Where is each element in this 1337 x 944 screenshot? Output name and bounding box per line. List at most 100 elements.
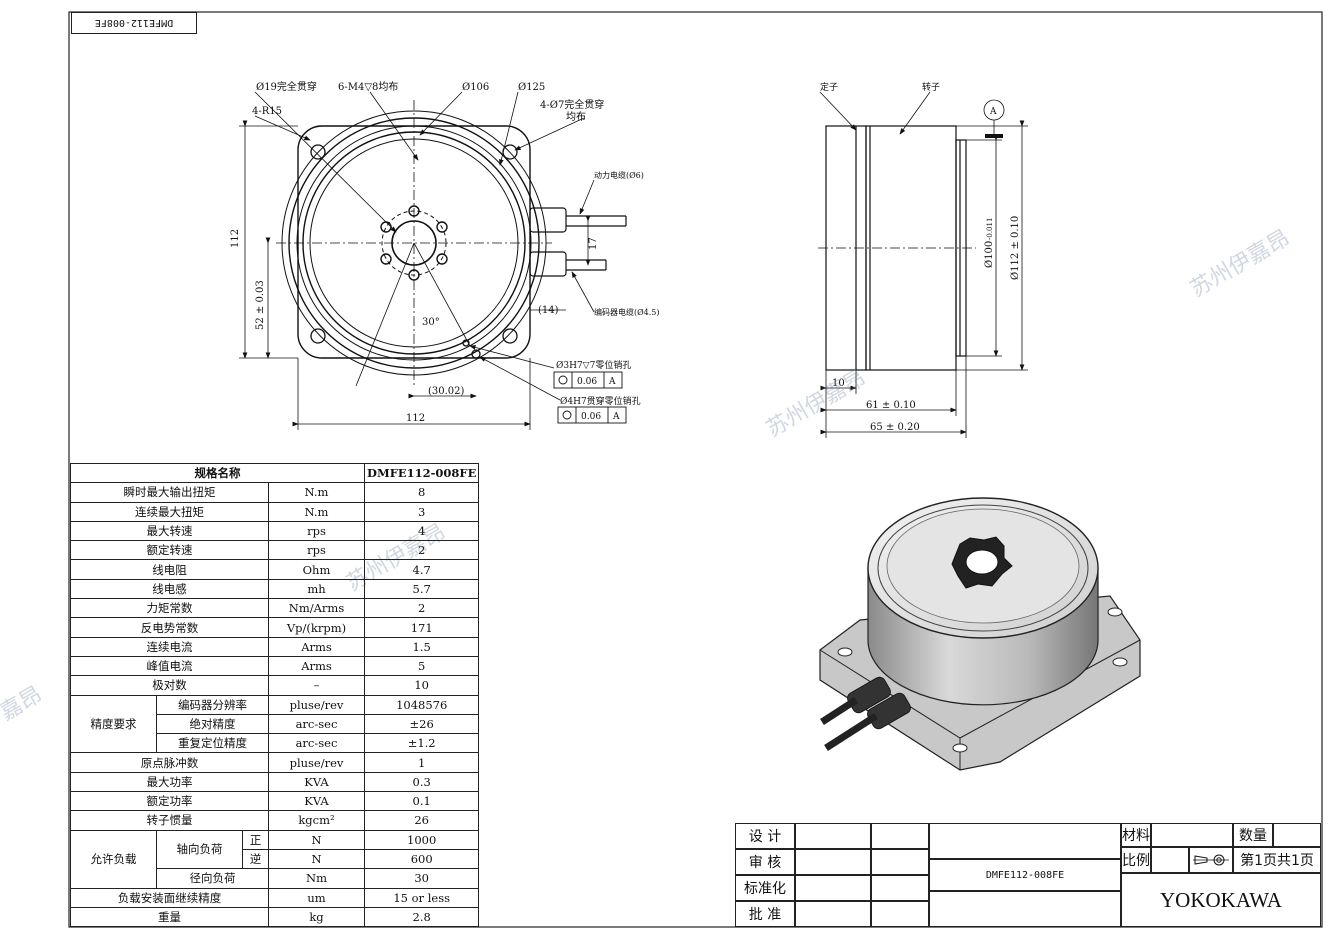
- projection-symbol: [1189, 847, 1233, 873]
- tb-blank-12: [1273, 823, 1321, 847]
- label-encoder-cable: 编码器电缆(Ø4.5): [594, 307, 660, 317]
- spec-cell: arc-sec: [268, 713, 365, 735]
- label-10: 10: [832, 378, 845, 389]
- isometric-view: [819, 497, 1141, 771]
- tol1-value: 0.06: [577, 377, 597, 387]
- label-r15: 4-R15: [252, 106, 282, 117]
- tb-blank-1: [795, 823, 871, 849]
- label-3002: (30.02): [428, 386, 465, 397]
- label-hole7-b: 均布: [566, 111, 586, 123]
- label-d100-tol: -0.011: [986, 218, 994, 240]
- label-61: 61 ± 0.10: [866, 400, 916, 411]
- tb-blank-8: [871, 901, 929, 927]
- tol1-ref: A: [608, 377, 616, 387]
- spec-cell: ±26: [363, 713, 480, 735]
- spec-cell: KVA: [268, 771, 365, 793]
- spec-cell: 峰值电流: [70, 655, 269, 677]
- spec-cell: 原点脉冲数: [70, 752, 269, 773]
- spec-cell: 径向负荷: [156, 868, 269, 889]
- tb-scale: 比例: [1121, 847, 1151, 873]
- spec-cell: 3: [363, 501, 480, 522]
- spec-cell: um: [268, 887, 365, 908]
- spec-cell: Vp/(krpm): [268, 617, 365, 638]
- spec-cell: N: [268, 848, 365, 870]
- spec-cell: 额定功率: [70, 791, 269, 812]
- label-14: (14): [538, 305, 559, 316]
- dimension-lines: [239, 120, 591, 430]
- spec-cell: 171: [363, 617, 480, 638]
- spec-cell: N.m: [268, 501, 365, 522]
- tb-blank-9: [929, 823, 1121, 859]
- label-52: 52 ± 0.03: [255, 280, 266, 330]
- tb-approve: 批 准: [735, 901, 795, 927]
- spec-cell: DMFE112-008FE: [363, 462, 480, 484]
- tb-blank-7: [871, 875, 929, 901]
- front-view: [239, 91, 627, 430]
- spec-cell: mh: [268, 578, 365, 600]
- spec-cell: 转子惯量: [70, 810, 269, 831]
- tb-blank-4: [795, 901, 871, 927]
- spec-cell: 编码器分辨率: [156, 694, 269, 715]
- projection-icon: [1193, 854, 1229, 866]
- spec-cell: 重量: [70, 906, 269, 928]
- label-power-cable: 动力电缆(Ø6): [594, 170, 644, 180]
- spec-cell: rps: [268, 540, 365, 561]
- spec-cell: N.m: [268, 482, 365, 503]
- tb-design: 设 计: [735, 823, 795, 849]
- label-datum: A: [989, 107, 997, 117]
- spec-cell: 1000: [363, 829, 480, 850]
- spec-cell: 4.7: [363, 559, 480, 580]
- spec-cell: 线电阻: [70, 559, 269, 580]
- title-block: 设 计 审 核 标准化 批 准 DMFE112-008FE 材料 数量 比例 第…: [735, 823, 1321, 927]
- tb-company: YOKOKAWA: [1121, 873, 1321, 927]
- tb-blank-2: [795, 849, 871, 875]
- spec-cell: ±1.2: [363, 733, 480, 754]
- spec-cell: 0.3: [363, 771, 480, 793]
- spec-cell: 轴向负荷: [156, 829, 243, 870]
- label-d100: Ø100: [984, 241, 995, 268]
- center-lines: [276, 100, 552, 386]
- label-30deg: 30°: [422, 317, 440, 328]
- spec-cell: kg: [268, 906, 365, 928]
- tb-blank-6: [871, 849, 929, 875]
- label-pin1: Ø3H7▽7零位销孔: [556, 359, 631, 371]
- spec-cell: rps: [268, 520, 365, 542]
- spec-cell: 15 or less: [363, 887, 480, 908]
- tb-review: 审 核: [735, 849, 795, 875]
- spec-cell: 绝对精度: [156, 713, 269, 735]
- label-m4: 6-M4▽8均布: [338, 81, 398, 93]
- spec-cell: 瞬时最大输出扭矩: [70, 482, 269, 503]
- spec-cell: 规格名称: [70, 462, 365, 484]
- tb-blank-13: [1151, 847, 1189, 873]
- tb-blank-11: [1151, 823, 1233, 847]
- tb-standard: 标准化: [735, 875, 795, 901]
- spec-cell: 极对数: [70, 675, 269, 696]
- spec-cell: 1: [363, 752, 480, 773]
- label-rotor: 转子: [922, 81, 940, 93]
- spec-cell: 2.8: [363, 906, 480, 928]
- label-17: 17: [588, 237, 599, 250]
- spec-cell: N: [268, 829, 365, 850]
- spec-cell: kgcm²: [268, 810, 365, 831]
- tb-blank-5: [871, 823, 929, 849]
- spec-cell: 1.5: [363, 636, 480, 657]
- drawing-frame: [68, 11, 1323, 928]
- label-112-v: 112: [230, 229, 241, 248]
- spec-cell: 负载安装面继续精度: [70, 887, 269, 908]
- spec-cell: 连续电流: [70, 636, 269, 657]
- spec-cell: Ohm: [268, 559, 365, 580]
